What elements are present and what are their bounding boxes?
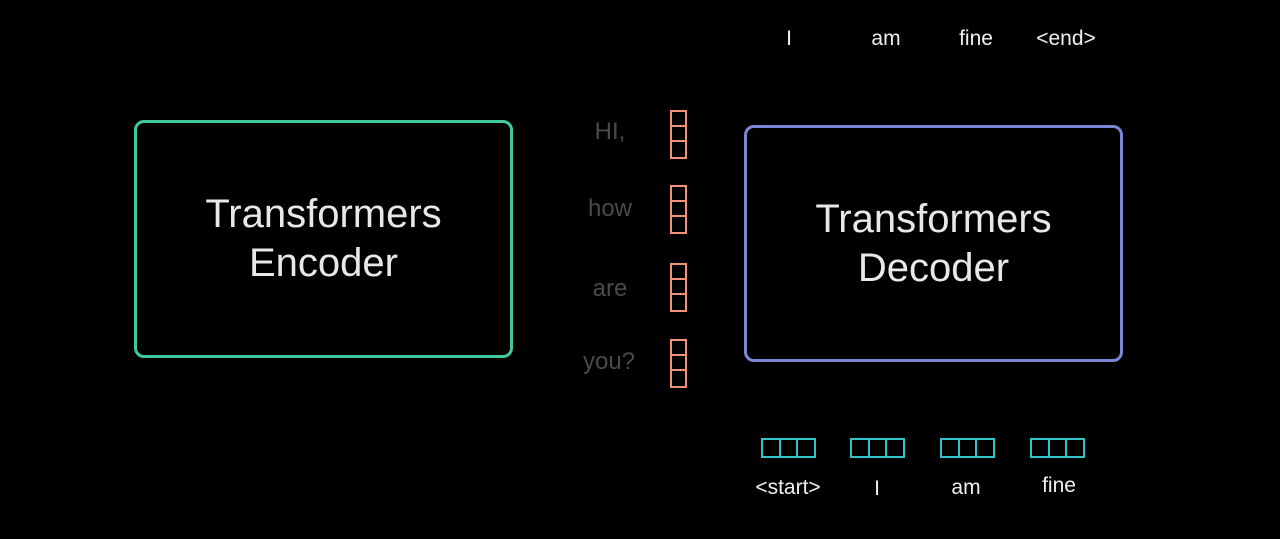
encoder-vector xyxy=(670,339,687,388)
output-word: I xyxy=(786,27,792,50)
decoder-input-word: I xyxy=(874,477,880,500)
output-word: <end> xyxy=(1036,27,1096,50)
decoder-input-word: fine xyxy=(1042,474,1076,497)
encoder-vector xyxy=(670,110,687,159)
decoder-input-word: am xyxy=(951,476,981,499)
decoder-input-vector xyxy=(850,438,905,458)
encoder-vector xyxy=(670,185,687,234)
decoder-input-vector xyxy=(1030,438,1085,458)
input-word: you? xyxy=(582,348,636,375)
output-word: am xyxy=(871,27,901,50)
transformer-encoder-box: Transformers Encoder xyxy=(134,120,513,358)
encoder-vector xyxy=(670,263,687,312)
encoder-label: Transformers Encoder xyxy=(205,192,442,285)
decoder-input-word: <start> xyxy=(755,476,821,499)
input-word: how xyxy=(587,195,633,222)
decoder-label: Transformers Decoder xyxy=(815,196,1052,290)
decoder-input-vector xyxy=(940,438,995,458)
decoder-input-vector xyxy=(761,438,816,458)
transformer-decoder-box: Transformers Decoder xyxy=(744,125,1123,362)
input-word: HI, xyxy=(594,118,626,145)
output-word: fine xyxy=(959,27,993,50)
input-word: are xyxy=(592,275,628,302)
